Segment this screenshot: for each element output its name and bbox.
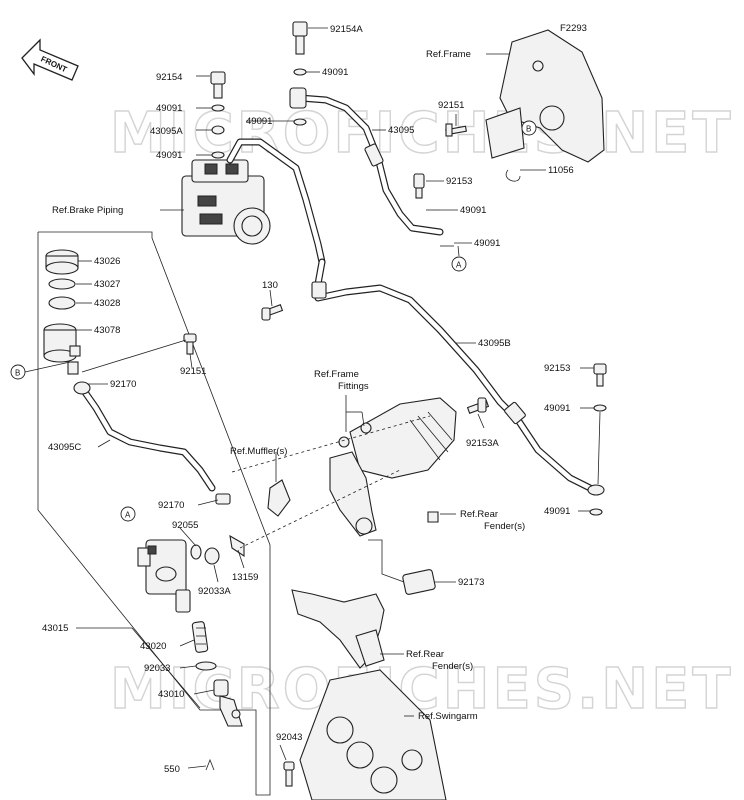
label-92153-right: 92153 <box>544 363 570 374</box>
label-92055: 92055 <box>172 520 198 531</box>
label-92154a: 92154A <box>330 24 363 35</box>
label-43095: 43095 <box>388 125 414 136</box>
bolt-92151-mid-icon <box>183 333 197 355</box>
bolt-130-icon <box>261 304 284 321</box>
callout-a-left: A <box>120 506 136 522</box>
diaphragm-icon <box>48 296 76 310</box>
washer-icon <box>293 118 307 126</box>
snap-ring-icon <box>204 547 220 565</box>
abs-unit <box>181 159 271 245</box>
label-92151-mid: 92151 <box>180 366 206 377</box>
label-92153-top: 92153 <box>446 176 472 187</box>
label-130: 130 <box>262 280 278 291</box>
svg-text:A: A <box>456 261 462 270</box>
label-43010: 43010 <box>158 689 184 700</box>
label-92173: 92173 <box>458 577 484 588</box>
label-550: 550 <box>164 764 180 775</box>
bolt-92153-top-icon <box>413 173 425 199</box>
muffler-bracket-icon <box>267 479 291 517</box>
reservoir-cap-icon <box>45 249 79 275</box>
label-49091-3: 49091 <box>246 116 272 127</box>
diaphragm-plate-icon <box>48 278 76 290</box>
master-cylinder-icon <box>137 539 191 613</box>
pin-92043-icon <box>283 761 295 787</box>
front-arrow-icon: FRONT <box>21 38 79 81</box>
frame-fittings-plate <box>338 397 457 479</box>
svg-text:B: B <box>15 369 20 378</box>
svg-text:A: A <box>125 511 131 520</box>
label-92033: 92033 <box>144 663 170 674</box>
callout-a-top: A <box>451 256 467 272</box>
rear-fender-bracket-icon <box>368 511 439 595</box>
label-49091-right2: 49091 <box>544 506 570 517</box>
label-ref-frame-fittings-2: Fittings <box>338 381 369 392</box>
label-ref-rear-fender-1a: Ref.Rear <box>460 509 498 520</box>
label-49091-4: 49091 <box>460 205 486 216</box>
label-11056: 11056 <box>548 165 574 176</box>
label-49091-1: 49091 <box>322 67 348 78</box>
label-43020: 43020 <box>140 641 166 652</box>
label-ref-brake-piping: Ref.Brake Piping <box>52 205 123 216</box>
group-outline <box>37 231 271 796</box>
label-43028: 43028 <box>94 298 120 309</box>
frame-bracket <box>485 29 605 182</box>
label-43026: 43026 <box>94 256 120 267</box>
label-ref-rear-fender-2b: Fender(s) <box>432 661 473 672</box>
label-49091-3b: 49091 <box>156 150 182 161</box>
label-ref-rear-fender-1b: Fender(s) <box>484 521 525 532</box>
label-ref-frame-top: Ref.Frame <box>426 49 471 60</box>
label-ref-swingarm: Ref.Swingarm <box>418 711 478 722</box>
bolt-92153-right-icon <box>593 363 607 412</box>
watermark-top: MICROFICHES.NET <box>110 101 734 166</box>
label-92154: 92154 <box>156 72 182 83</box>
label-ref-rear-fender-2a: Ref.Rear <box>406 649 444 660</box>
label-43027: 43027 <box>94 279 120 290</box>
label-49091-right1: 49091 <box>544 403 570 414</box>
leader-lines <box>24 27 594 769</box>
fitting-13159-icon <box>229 534 245 558</box>
swingarm-icon <box>299 669 447 800</box>
callout-b-left: B <box>10 364 26 380</box>
label-92151-top: 92151 <box>438 100 464 111</box>
bolt-92153a-icon <box>466 397 490 414</box>
label-49091-2: 49091 <box>156 103 182 114</box>
label-92170-low: 92170 <box>158 500 184 511</box>
label-ref-mufflers: Ref.Muffler(s) <box>230 446 287 457</box>
label-43095c: 43095C <box>48 442 81 453</box>
label-43095a: 43095A <box>150 126 183 137</box>
reservoir-tank-icon <box>43 323 81 375</box>
push-rod-43020-icon <box>191 621 209 653</box>
label-43015: 43015 <box>42 623 68 634</box>
svg-text:B: B <box>526 125 531 134</box>
label-92170-top: 92170 <box>110 379 136 390</box>
o-ring-icon <box>190 544 202 560</box>
bolt-92154a-icon <box>292 21 308 76</box>
cotter-pin-icon <box>205 758 215 771</box>
label-ref-frame-fittings-1: Ref.Frame <box>314 369 359 380</box>
rear-fender-icon <box>291 589 385 669</box>
label-92033a: 92033A <box>198 586 231 597</box>
label-92043: 92043 <box>276 732 302 743</box>
joint-43010-icon <box>213 679 243 727</box>
label-13159: 13159 <box>232 572 258 583</box>
callout-b-top: B <box>521 120 537 136</box>
hose-43095c <box>78 384 216 492</box>
bolt-92151-top-icon <box>445 123 468 137</box>
circlip-icon <box>195 661 217 671</box>
brake-pedal-icon <box>329 451 377 537</box>
label-92153a: 92153A <box>466 438 499 449</box>
label-43095b: 43095B <box>478 338 511 349</box>
diagram-code: F2293 <box>560 23 587 34</box>
label-49091-5: 49091 <box>474 238 500 249</box>
label-43078: 43078 <box>94 325 120 336</box>
